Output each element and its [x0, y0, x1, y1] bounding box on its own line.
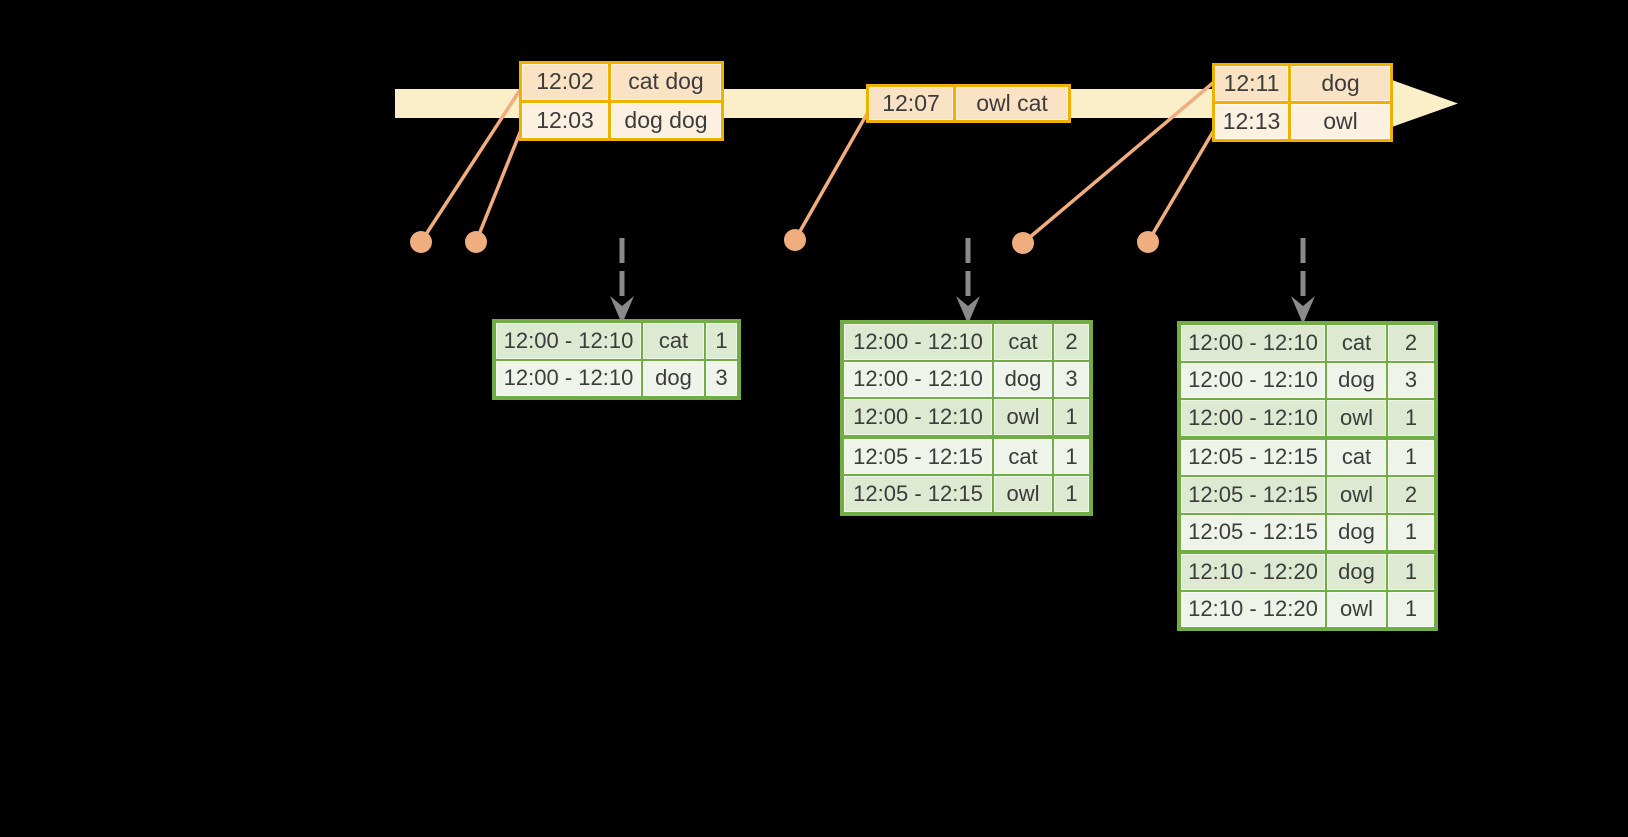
count-cell: 1 [1388, 591, 1434, 627]
count-cell: 1 [706, 323, 737, 359]
window-cell: 12:00 - 12:10 [1181, 362, 1327, 398]
event-words-cell: cat dog [611, 64, 721, 100]
count-cell: 2 [1388, 477, 1434, 513]
window-cell: 12:00 - 12:10 [844, 324, 994, 360]
count-cell: 1 [1388, 400, 1434, 436]
result-row: 12:00 - 12:10 owl 1 [844, 397, 1089, 435]
window-cell: 12:05 - 12:15 [1181, 514, 1327, 550]
word-cell: owl [994, 476, 1054, 512]
trigger-arrow [1291, 238, 1315, 324]
window-cell: 12:10 - 12:20 [1181, 591, 1327, 627]
word-cell: owl [1327, 591, 1388, 627]
trigger-arrow [956, 238, 980, 324]
event-table: 12:07 owl cat [866, 84, 1071, 123]
event-dot [410, 231, 432, 253]
result-row: 12:00 - 12:10 cat 1 [496, 323, 737, 359]
event-row: 12:03 dog dog [522, 99, 721, 138]
word-cell: cat [643, 323, 706, 359]
window-cell: 12:10 - 12:20 [1181, 554, 1327, 590]
result-row: 12:05 - 12:15 cat 1 [1181, 435, 1434, 475]
result-row: 12:05 - 12:15 cat 1 [844, 434, 1089, 475]
result-table: 12:00 - 12:10 cat 2 12:00 - 12:10 dog 3 … [840, 320, 1093, 516]
count-cell: 3 [1054, 361, 1089, 398]
word-cell: owl [1327, 477, 1388, 513]
word-cell: cat [1327, 325, 1388, 361]
window-cell: 12:00 - 12:10 [844, 361, 994, 398]
window-cell: 12:00 - 12:10 [496, 323, 643, 359]
trigger-arrowhead-icon [956, 296, 980, 324]
event-time-cell: 12:02 [522, 64, 611, 100]
window-cell: 12:05 - 12:15 [844, 476, 994, 512]
event-row: 12:13 owl [1215, 101, 1390, 139]
result-row: 12:00 - 12:10 dog 3 [496, 358, 737, 396]
event-connector-line [1146, 129, 1216, 243]
result-row: 12:10 - 12:20 dog 1 [1181, 550, 1434, 590]
result-row: 12:00 - 12:10 dog 3 [1181, 360, 1434, 398]
event-row: 12:07 owl cat [869, 87, 1068, 120]
count-cell: 2 [1054, 324, 1089, 360]
event-dot [784, 229, 806, 251]
event-connector-line [1021, 80, 1216, 245]
word-cell: owl [1327, 400, 1388, 436]
event-dot [465, 231, 487, 253]
trigger-arrowhead-icon [610, 296, 634, 324]
result-row: 12:00 - 12:10 cat 2 [1181, 325, 1434, 361]
event-words-cell: owl cat [956, 87, 1068, 120]
event-table: 12:11 dog 12:13 owl [1212, 63, 1393, 142]
window-cell: 12:05 - 12:15 [1181, 439, 1327, 475]
timeline-arrowhead-icon [1375, 74, 1458, 133]
word-cell: dog [1327, 514, 1388, 550]
event-table: 12:02 cat dog 12:03 dog dog [519, 61, 724, 141]
event-time-cell: 12:07 [869, 87, 956, 120]
window-cell: 12:00 - 12:10 [1181, 400, 1327, 436]
event-words-cell: owl [1291, 104, 1390, 139]
event-time-cell: 12:13 [1215, 104, 1291, 139]
result-row: 12:10 - 12:20 owl 1 [1181, 589, 1434, 627]
result-row: 12:05 - 12:15 owl 2 [1181, 475, 1434, 513]
word-cell: dog [1327, 554, 1388, 590]
event-words-cell: dog [1291, 66, 1390, 101]
count-cell: 1 [1388, 439, 1434, 475]
result-table: 12:00 - 12:10 cat 1 12:00 - 12:10 dog 3 [492, 319, 741, 400]
result-row: 12:00 - 12:10 owl 1 [1181, 398, 1434, 436]
trigger-arrow [610, 238, 634, 324]
event-row: 12:02 cat dog [522, 64, 721, 100]
count-cell: 1 [1054, 438, 1089, 475]
word-cell: dog [994, 361, 1054, 398]
event-connector-line [419, 89, 522, 243]
event-time-cell: 12:11 [1215, 66, 1291, 101]
event-dot [1012, 232, 1034, 254]
count-cell: 1 [1388, 514, 1434, 550]
window-cell: 12:00 - 12:10 [1181, 325, 1327, 361]
window-cell: 12:05 - 12:15 [844, 438, 994, 475]
trigger-arrowhead-icon [1291, 296, 1315, 324]
event-connector-line [474, 129, 523, 243]
word-cell: dog [643, 360, 706, 396]
window-cell: 12:05 - 12:15 [1181, 477, 1327, 513]
word-cell: cat [1327, 439, 1388, 475]
result-table: 12:00 - 12:10 cat 2 12:00 - 12:10 dog 3 … [1177, 321, 1438, 631]
word-cell: cat [994, 324, 1054, 360]
count-cell: 3 [1388, 362, 1434, 398]
word-cell: dog [1327, 362, 1388, 398]
count-cell: 1 [1054, 476, 1089, 512]
result-row: 12:05 - 12:15 dog 1 [1181, 512, 1434, 550]
window-cell: 12:00 - 12:10 [496, 360, 643, 396]
count-cell: 3 [706, 360, 737, 396]
count-cell: 2 [1388, 325, 1434, 361]
event-row: 12:11 dog [1215, 66, 1390, 101]
result-row: 12:00 - 12:10 dog 3 [844, 359, 1089, 398]
event-time-cell: 12:03 [522, 102, 611, 138]
event-words-cell: dog dog [611, 102, 721, 138]
result-row: 12:00 - 12:10 cat 2 [844, 324, 1089, 360]
word-cell: owl [994, 399, 1054, 435]
result-row: 12:05 - 12:15 owl 1 [844, 474, 1089, 512]
window-cell: 12:00 - 12:10 [844, 399, 994, 435]
event-connector-line [793, 111, 870, 241]
count-cell: 1 [1054, 399, 1089, 435]
count-cell: 1 [1388, 554, 1434, 590]
word-cell: cat [994, 438, 1054, 475]
event-dot [1137, 231, 1159, 253]
